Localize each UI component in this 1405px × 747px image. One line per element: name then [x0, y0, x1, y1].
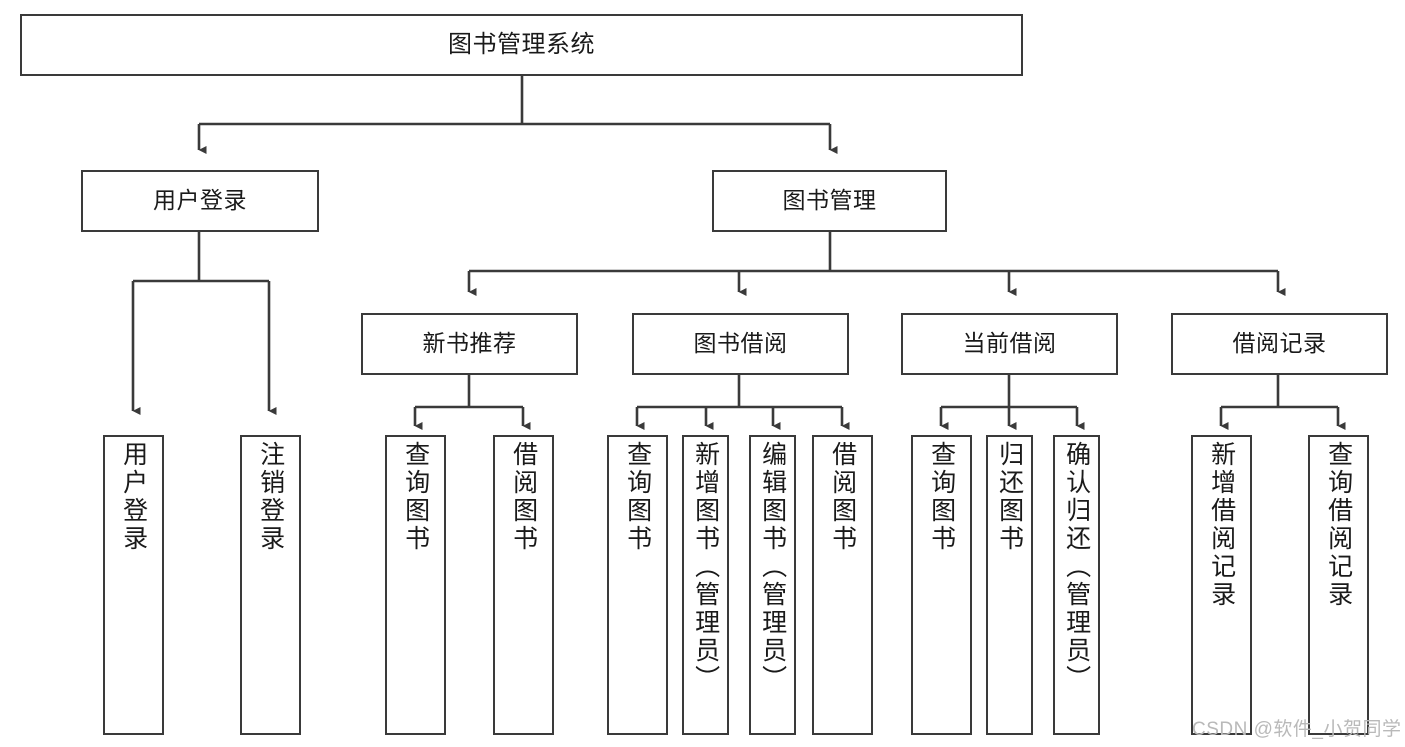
leaf-query-book-newbook[interactable]: 查询图书 [385, 435, 446, 735]
leaf-borrow-book-bookborrow[interactable]: 借阅图书 [812, 435, 873, 735]
node-borrow-record[interactable]: 借阅记录 [1171, 313, 1388, 375]
leaf-borrow-book-newbook[interactable]: 借阅图书 [493, 435, 554, 735]
node-book-borrow[interactable]: 图书借阅 [632, 313, 849, 375]
leaf-return-book[interactable]: 归还图书 [986, 435, 1033, 735]
node-label: 确认归还（管理员） [1062, 441, 1091, 693]
node-label: 归还图书 [995, 441, 1024, 553]
node-user-login[interactable]: 用户登录 [81, 170, 319, 232]
leaf-add-borrow-record[interactable]: 新增借阅记录 [1191, 435, 1252, 735]
node-label: 编辑图书（管理员） [758, 441, 787, 693]
node-label: 用户登录 [153, 187, 247, 214]
node-book-management[interactable]: 图书管理 [712, 170, 947, 232]
node-label: 借阅图书 [828, 441, 857, 553]
node-label: 新书推荐 [422, 330, 517, 357]
node-current-borrow[interactable]: 当前借阅 [901, 313, 1118, 375]
node-label: 注销登录 [256, 441, 285, 553]
node-label: 新增图书（管理员） [691, 441, 720, 693]
node-label: 新增借阅记录 [1207, 441, 1236, 609]
leaf-query-book-bookborrow[interactable]: 查询图书 [607, 435, 668, 735]
leaf-confirm-return-admin[interactable]: 确认归还（管理员） [1053, 435, 1100, 735]
node-label: 图书借阅 [693, 330, 788, 357]
node-label: 当前借阅 [962, 330, 1057, 357]
leaf-logout-login[interactable]: 注销登录 [240, 435, 301, 735]
leaf-add-book-admin[interactable]: 新增图书（管理员） [682, 435, 729, 735]
node-book-management-system[interactable]: 图书管理系统 [20, 14, 1023, 76]
node-label: 用户登录 [119, 441, 148, 553]
node-label: 查询图书 [401, 441, 430, 553]
node-label: 借阅记录 [1232, 330, 1327, 357]
node-label: 图书管理 [782, 187, 877, 214]
node-label: 借阅图书 [509, 441, 538, 553]
leaf-query-book-currentborrow[interactable]: 查询图书 [911, 435, 972, 735]
node-label: 查询图书 [927, 441, 956, 553]
node-label: 查询图书 [623, 441, 652, 553]
leaf-user-login[interactable]: 用户登录 [103, 435, 164, 735]
node-label: 查询借阅记录 [1324, 441, 1353, 609]
leaf-edit-book-admin[interactable]: 编辑图书（管理员） [749, 435, 796, 735]
node-label: 图书管理系统 [448, 30, 595, 58]
node-new-book-recommendation[interactable]: 新书推荐 [361, 313, 578, 375]
leaf-query-borrow-record[interactable]: 查询借阅记录 [1308, 435, 1369, 735]
